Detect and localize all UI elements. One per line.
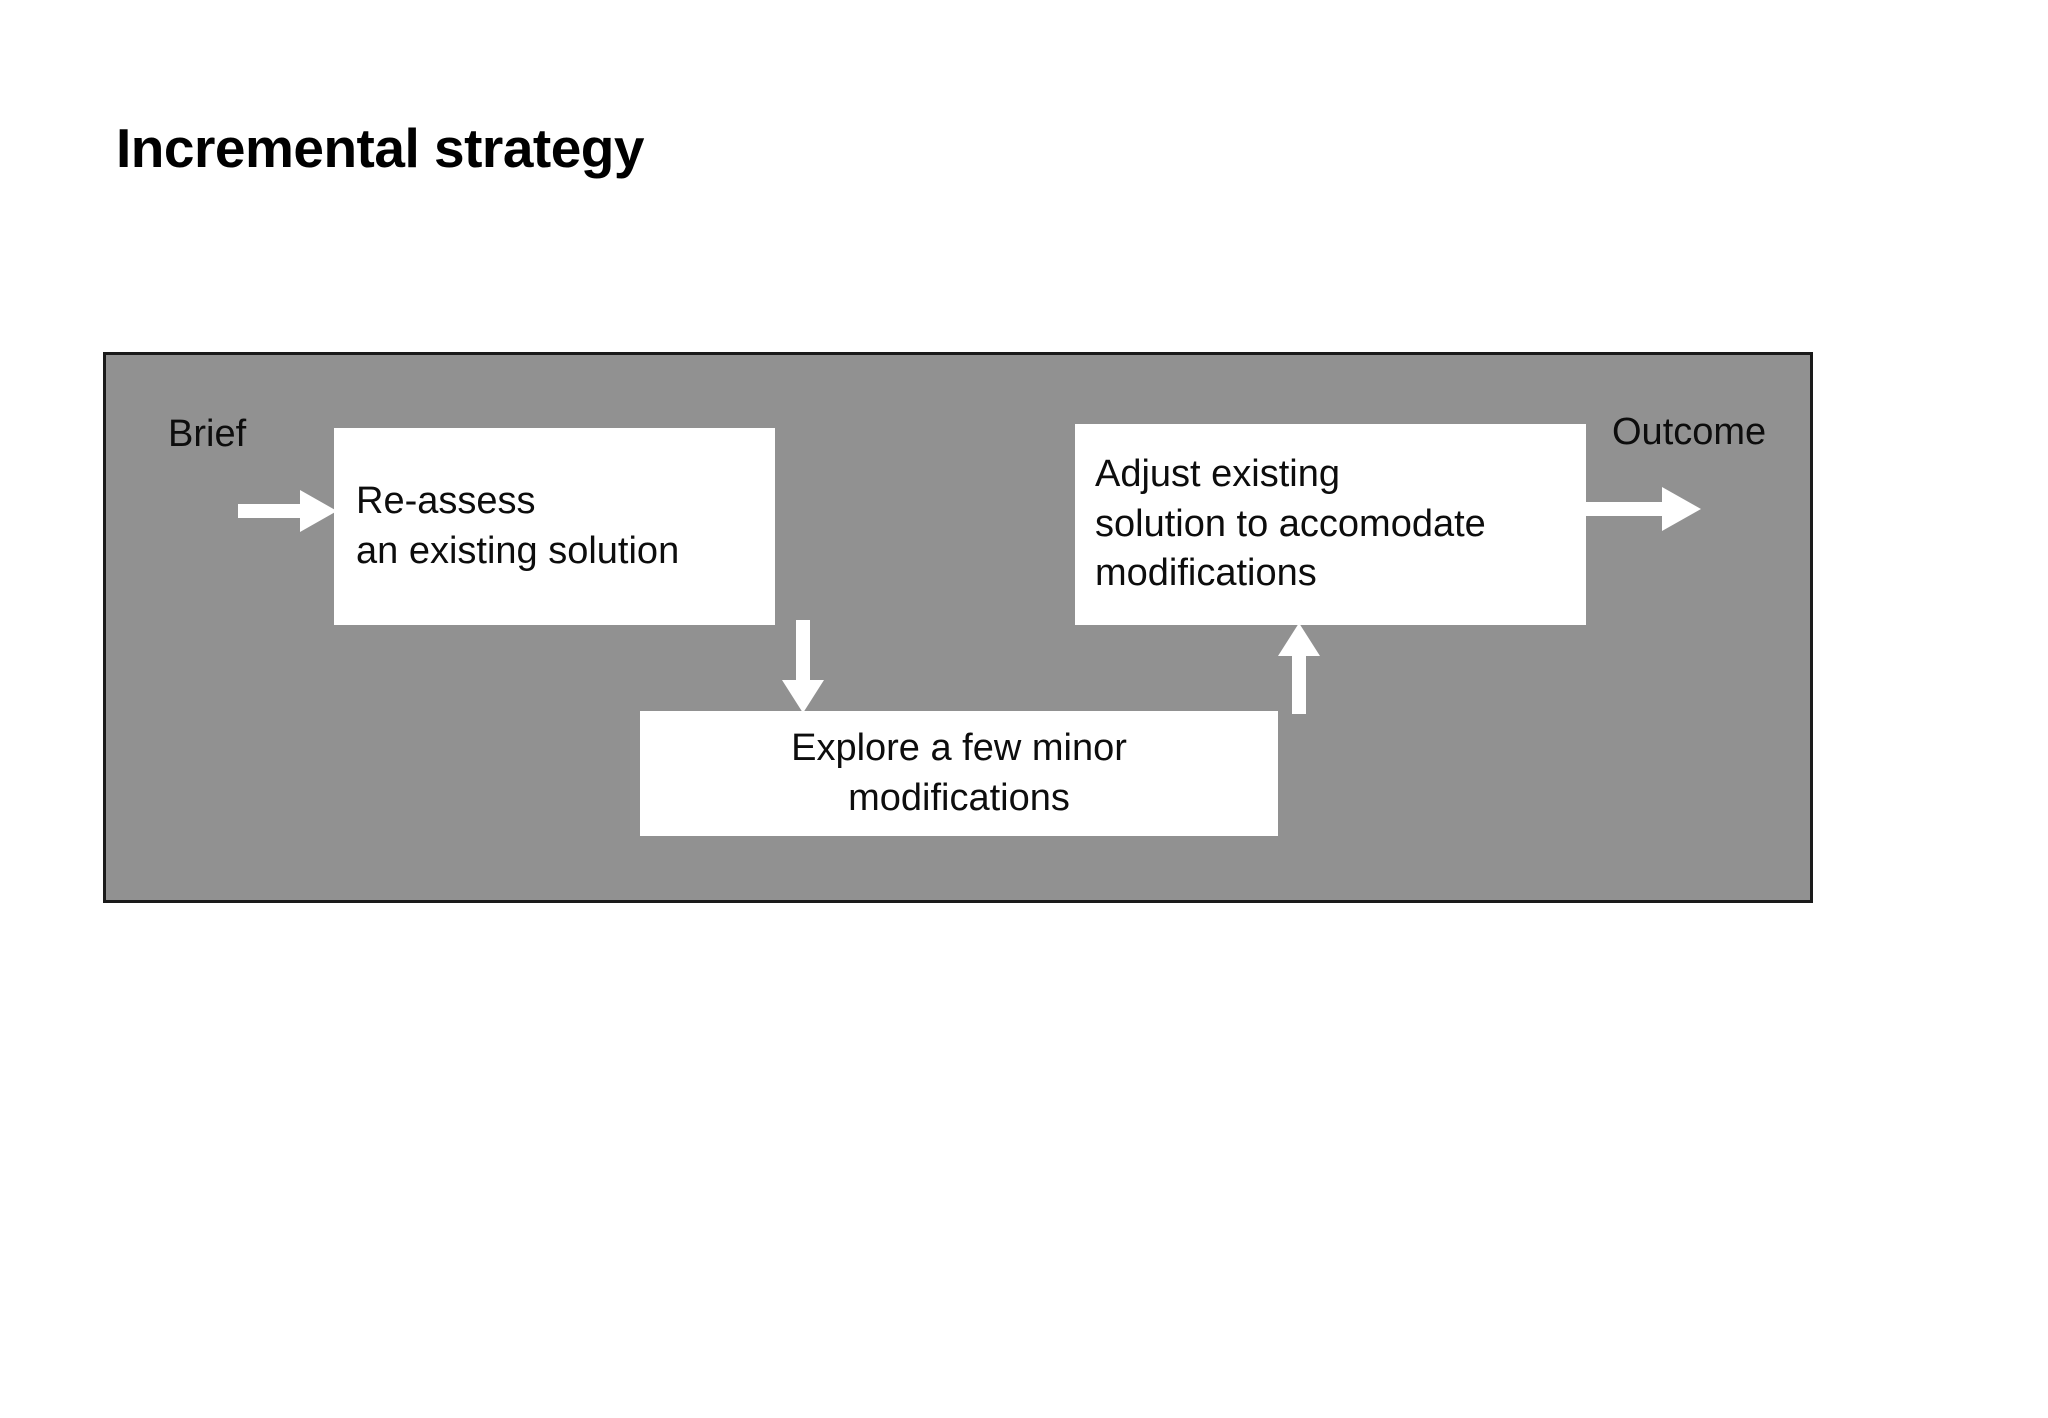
box-adjust-line-3: modifications bbox=[1095, 552, 1317, 595]
input-label-brief: Brief bbox=[168, 413, 247, 455]
box-adjust-line-2: solution to accomodate bbox=[1095, 502, 1486, 545]
diagram-panel: Brief Outcome Re-assess an existing solu… bbox=[103, 352, 1813, 903]
arrow-explore-to-adjust bbox=[1274, 623, 1324, 715]
process-box-adjust: Adjust existing solution to accomodate m… bbox=[1075, 424, 1586, 625]
arrow-adjust-to-outcome bbox=[1586, 484, 1702, 534]
process-box-reassess: Re-assess an existing solution bbox=[334, 428, 775, 625]
page-title: Incremental strategy bbox=[116, 117, 645, 179]
output-label-outcome: Outcome bbox=[1612, 411, 1767, 453]
box-explore-line-2: modifications bbox=[848, 776, 1070, 819]
box-explore-line-1: Explore a few minor bbox=[791, 727, 1127, 770]
box-reassess-line-1: Re-assess bbox=[356, 480, 536, 523]
box-adjust-line-1: Adjust existing bbox=[1095, 453, 1341, 496]
arrow-reassess-to-explore bbox=[778, 620, 828, 714]
process-box-explore: Explore a few minor modifications bbox=[640, 711, 1278, 836]
arrow-brief-to-reassess bbox=[238, 488, 338, 534]
box-reassess-line-2: an existing solution bbox=[356, 529, 680, 572]
